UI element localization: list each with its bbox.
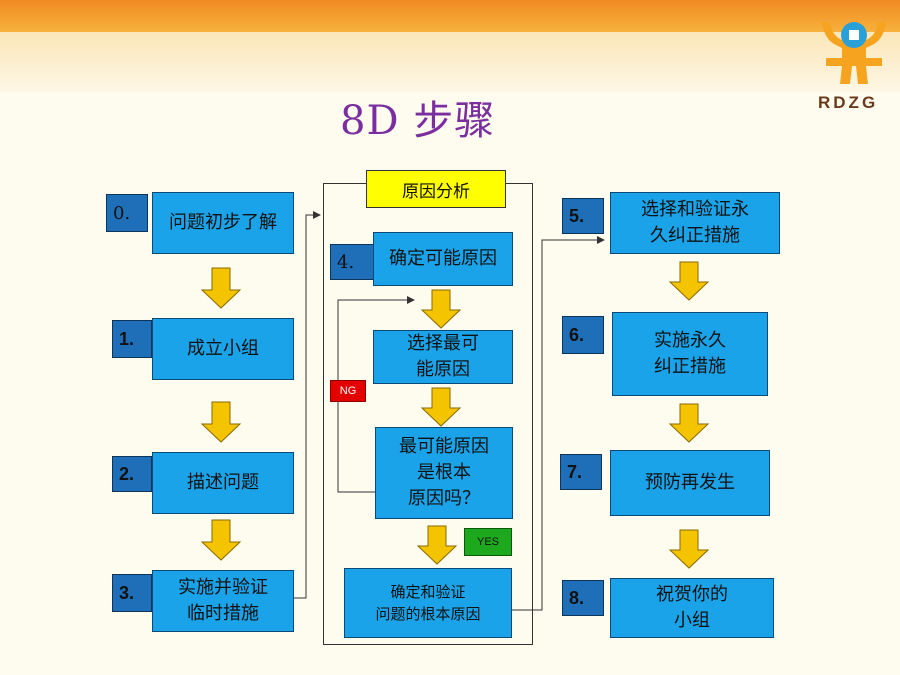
down-arrow-icon <box>420 387 462 427</box>
step-2-number: 2. <box>112 456 152 492</box>
step-4-box: 确定可能原因 <box>373 232 513 286</box>
step-8-number: 8. <box>562 580 604 616</box>
step-1-number: 1. <box>112 320 152 358</box>
root-cause-check-box: 最可能原因 是根本 原因吗？ <box>375 427 513 519</box>
root-cause-analysis-label: 原因分析 <box>366 170 506 208</box>
ng-tag: NG <box>330 380 366 402</box>
header-band <box>0 0 900 32</box>
header-gradient <box>0 32 900 92</box>
down-arrow-icon <box>416 525 458 565</box>
step-5-box: 选择和验证永 久纠正措施 <box>610 192 780 254</box>
step-6-number: 6. <box>562 316 604 354</box>
step-7-box: 预防再发生 <box>610 450 770 516</box>
connector-4-to-5 <box>512 236 605 611</box>
down-arrow-icon <box>200 401 242 443</box>
step-4-number: 4. <box>330 244 374 280</box>
page-title: 8D 步骤 <box>340 98 496 144</box>
down-arrow-icon <box>200 267 242 309</box>
step-3-box: 实施并验证 临时措施 <box>152 570 294 632</box>
step-1-box: 成立小组 <box>152 318 294 380</box>
step-6-box: 实施永久 纠正措施 <box>612 312 768 396</box>
down-arrow-icon <box>420 289 462 329</box>
logo-text: RDZG <box>818 93 879 112</box>
step-0-number: 0. <box>106 194 148 232</box>
select-likely-cause-box: 选择最可 能原因 <box>373 330 513 384</box>
step-0-box: 问题初步了解 <box>152 192 294 254</box>
step-3-number: 3. <box>112 574 152 612</box>
step-8-box: 祝贺你的 小组 <box>610 578 774 638</box>
verify-root-cause-box: 确定和验证 问题的根本原因 <box>344 568 512 638</box>
step-2-box: 描述问题 <box>152 452 294 514</box>
step-5-number: 5. <box>562 198 604 234</box>
rdzg-logo-icon <box>822 22 886 84</box>
connector-3-to-4 <box>294 211 321 599</box>
down-arrow-icon <box>668 261 710 301</box>
down-arrow-icon <box>200 519 242 561</box>
down-arrow-icon <box>668 403 710 443</box>
down-arrow-icon <box>668 529 710 569</box>
yes-tag: YES <box>464 528 512 556</box>
step-7-number: 7. <box>560 454 602 490</box>
